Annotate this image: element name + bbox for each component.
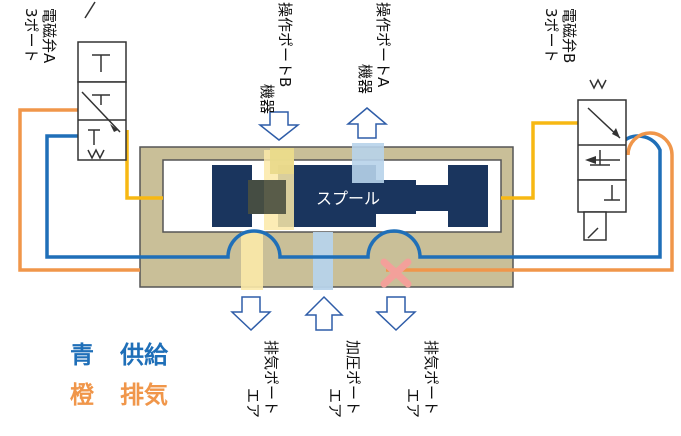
label-device-port-a: 機器 操作ポートA bbox=[356, 2, 392, 94]
svg-text:エア: エア bbox=[326, 388, 344, 418]
arrow-device-port-a bbox=[345, 107, 389, 139]
signal-lines bbox=[125, 121, 580, 200]
exhaust-channel-left bbox=[241, 232, 263, 290]
arrow-air-pressure-port bbox=[304, 295, 344, 331]
device-port-b-top bbox=[270, 148, 294, 174]
label-air-exhaust-port: エア 排気ポート bbox=[244, 340, 280, 418]
label-air-pressure-port: エア 加圧ポート bbox=[326, 340, 362, 418]
arrow-device-port-b bbox=[257, 111, 301, 141]
svg-text:排気ポート: 排気ポート bbox=[422, 340, 440, 415]
svg-text:3ポート: 3ポート bbox=[22, 8, 40, 63]
arrow-air-exhaust-port-2 bbox=[375, 296, 417, 332]
spool-label: スプール bbox=[316, 189, 380, 208]
svg-text:エア: エア bbox=[244, 388, 262, 418]
svg-text:排気ポート: 排気ポート bbox=[262, 340, 280, 415]
label-valve-b: 3ポート 電磁弁B bbox=[542, 8, 578, 63]
blocked-x-mark bbox=[380, 258, 412, 288]
solenoid-valve-b bbox=[577, 78, 627, 241]
svg-text:機器: 機器 bbox=[258, 84, 276, 114]
svg-text:電磁弁B: 電磁弁B bbox=[560, 8, 578, 63]
exhaust-lines bbox=[18, 108, 674, 272]
svg-text:3ポート: 3ポート bbox=[542, 8, 560, 63]
label-valve-a: 3ポート 電磁弁A bbox=[22, 8, 58, 64]
svg-text:機器: 機器 bbox=[356, 64, 374, 94]
legend-blue-word: 青 bbox=[70, 341, 94, 369]
svg-text:操作ポートB: 操作ポートB bbox=[276, 2, 294, 87]
svg-text:エア: エア bbox=[404, 388, 422, 418]
pressure-channel bbox=[313, 232, 333, 290]
legend-blue-meaning: 供給 bbox=[119, 341, 169, 369]
legend-orange-word: 橙 bbox=[70, 381, 95, 409]
legend-orange-meaning: 排気 bbox=[120, 381, 168, 409]
label-device-port-b: 機器 操作ポートB bbox=[258, 2, 294, 114]
svg-text:加圧ポート: 加圧ポート bbox=[344, 340, 362, 415]
solenoid-valve-a bbox=[77, 1, 127, 161]
svg-text:操作ポートA: 操作ポートA bbox=[374, 2, 392, 88]
device-port-b-overlap bbox=[248, 180, 286, 214]
legend: 青 供給 橙 排気 bbox=[70, 341, 169, 409]
arrow-air-exhaust-port bbox=[230, 296, 272, 332]
label-air-exhaust-port-2: エア 排気ポート bbox=[404, 340, 440, 418]
svg-text:電磁弁A: 電磁弁A bbox=[40, 8, 58, 64]
device-port-a-channel bbox=[352, 143, 384, 183]
